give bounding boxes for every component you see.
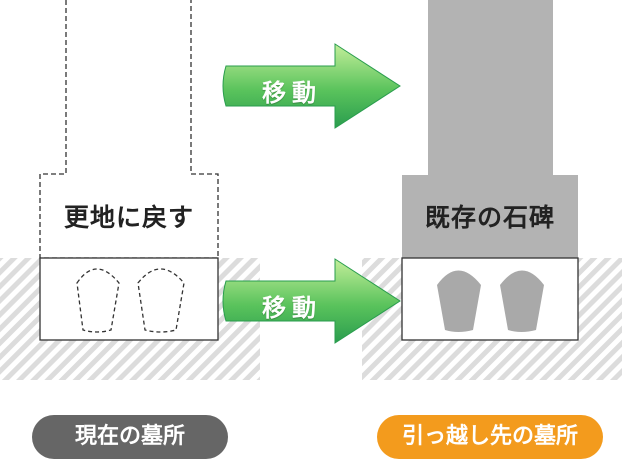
right-urn-1 <box>437 270 481 332</box>
left-dashed-urns <box>76 268 185 333</box>
arrow-top-label: 移動 <box>262 79 322 107</box>
right-foundation <box>401 257 579 341</box>
left-urn-1 <box>76 268 120 333</box>
arrow-bottom-label: 移動 <box>262 294 322 322</box>
arrow-icon <box>222 258 401 344</box>
arrow-icon <box>222 43 401 129</box>
current-site-badge: 現在の墓所 <box>32 415 228 459</box>
right-stone-label: 既存の石碑 <box>424 203 555 232</box>
left-foundation <box>39 257 219 341</box>
right-stone <box>402 0 578 258</box>
right-urns <box>437 270 544 332</box>
right-urn-2 <box>500 270 544 332</box>
destination-site-badge: 引っ越し先の墓所 <box>377 415 603 459</box>
left-urn-2 <box>137 268 185 333</box>
left-stone-label: 更地に戻す <box>63 203 194 232</box>
